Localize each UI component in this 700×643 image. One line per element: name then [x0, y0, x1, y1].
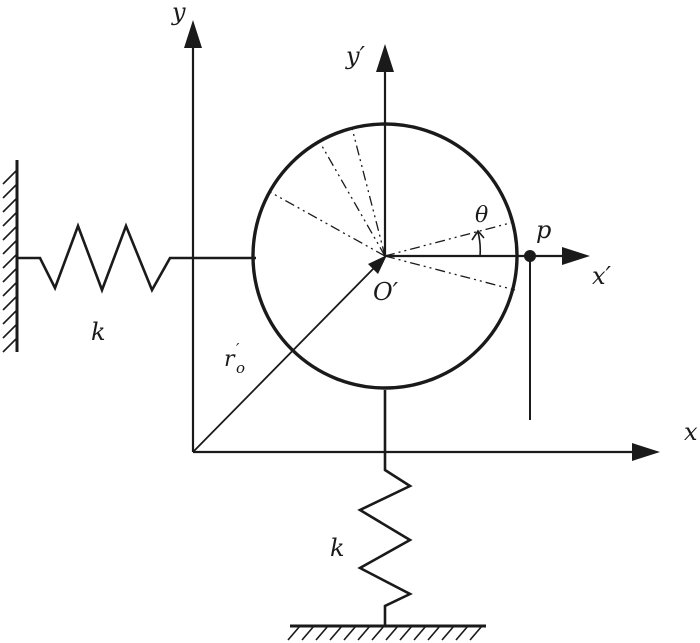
x-axis [193, 443, 660, 461]
label-angle: θ [475, 203, 488, 228]
label-point: p [536, 216, 551, 244]
label-spring-bottom: k [330, 534, 345, 562]
radial-guide-lines [269, 127, 516, 291]
label-spring-left: k [91, 318, 106, 346]
label-y-prime: y′ [345, 42, 366, 70]
label-radius-sub: o [236, 359, 245, 377]
ground [287, 624, 486, 641]
angle-arc [471, 229, 485, 257]
position-vector [192, 255, 387, 453]
label-y: y [171, 0, 186, 26]
x-prime-axis [385, 247, 590, 265]
label-x: x [684, 418, 698, 446]
left-spring [17, 222, 256, 294]
label-radius-sup: ′ [236, 340, 240, 358]
left-wall [2, 160, 19, 353]
label-radius-main: r [224, 347, 236, 372]
point-p-marker [524, 250, 536, 262]
label-radius: r o ′ [224, 340, 245, 377]
y-prime-axis [376, 44, 394, 256]
y-axis [184, 20, 202, 452]
bottom-spring [357, 390, 413, 626]
label-center: O′ [373, 278, 399, 306]
label-x-prime: x′ [592, 262, 612, 290]
